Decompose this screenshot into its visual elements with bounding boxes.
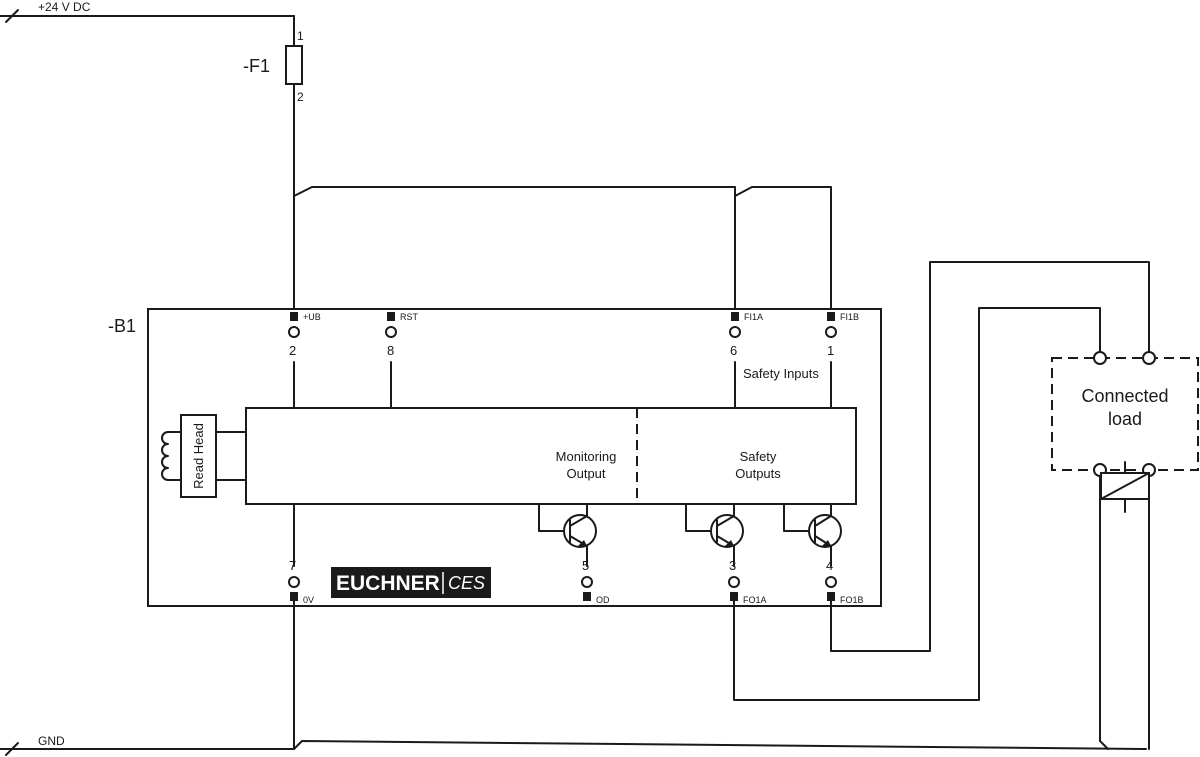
gnd-label: GND	[38, 734, 65, 748]
euchner-ces-logo: EUCHNER CES	[331, 567, 491, 598]
svg-text:7: 7	[289, 558, 296, 573]
load-label-1: Connected	[1081, 386, 1168, 406]
svg-text:FO1B: FO1B	[840, 595, 864, 605]
terminal-0v: 7 0V	[288, 558, 314, 605]
svg-text:RST: RST	[400, 312, 419, 322]
rail-break-mark	[5, 9, 19, 23]
svg-text:+UB: +UB	[303, 312, 321, 322]
svg-text:FI1A: FI1A	[744, 312, 763, 322]
svg-text:6: 6	[730, 343, 737, 358]
rail-break-mark	[5, 742, 19, 756]
svg-text:FO1A: FO1A	[743, 595, 767, 605]
read-head: Read Head	[161, 414, 247, 498]
wire-fo1b-load	[830, 261, 1150, 652]
svg-text:EUCHNER: EUCHNER	[336, 572, 440, 595]
svg-text:2: 2	[289, 343, 296, 358]
svg-text:8: 8	[387, 343, 394, 358]
relay-coil-icon	[1100, 461, 1150, 513]
load-label-2: load	[1108, 409, 1142, 429]
fuse-pin-2: 2	[297, 90, 304, 104]
svg-text:3: 3	[729, 558, 736, 573]
device-label: -B1	[108, 316, 136, 336]
wire-bridge-fi1a	[293, 186, 736, 313]
svg-text:5: 5	[582, 558, 589, 573]
wire-fo1a-load	[733, 307, 1101, 701]
terminal-rst: RST 8	[385, 312, 419, 358]
terminal-fo1b: 4 FO1B	[825, 558, 864, 605]
fuse-pin-1: 1	[297, 29, 304, 43]
monitoring-output-label-2: Output	[566, 466, 605, 481]
fuse-symbol	[285, 45, 303, 85]
load-terminal-top-right	[1142, 351, 1156, 365]
terminal-ub: +UB 2	[288, 312, 321, 358]
supply-24v-label: +24 V DC	[38, 0, 91, 14]
terminal-fi1b: FI1B 1	[825, 312, 859, 358]
terminal-fi1a: FI1A 6	[729, 312, 763, 358]
svg-text:OD: OD	[596, 595, 610, 605]
coil-icon	[161, 431, 169, 481]
svg-text:0V: 0V	[303, 595, 314, 605]
safety-outputs-label-1: Safety	[740, 449, 777, 464]
transistor-fo1a-icon	[685, 503, 744, 567]
svg-text:1: 1	[827, 343, 834, 358]
wire-bridge-fi1b	[734, 186, 832, 313]
gnd-rail	[0, 740, 1147, 750]
safety-outputs-label-2: Outputs	[735, 466, 781, 481]
logic-block	[245, 407, 857, 505]
fuse-label: -F1	[243, 56, 270, 76]
transistor-od-icon	[538, 503, 597, 567]
safety-inputs-label: Safety Inputs	[743, 366, 819, 381]
svg-text:FI1B: FI1B	[840, 312, 859, 322]
terminal-od: 5 OD	[581, 558, 610, 605]
transistor-fo1b-icon	[783, 503, 842, 567]
svg-text:4: 4	[826, 558, 833, 573]
connected-load-box	[1051, 357, 1199, 471]
monitoring-output-label-1: Monitoring	[556, 449, 617, 464]
load-terminal-top-left	[1093, 351, 1107, 365]
read-head-label: Read Head	[191, 423, 206, 489]
svg-text:CES: CES	[448, 573, 485, 593]
terminal-fo1a: 3 FO1A	[728, 558, 767, 605]
wire-load-gnd-a	[1099, 465, 1109, 750]
